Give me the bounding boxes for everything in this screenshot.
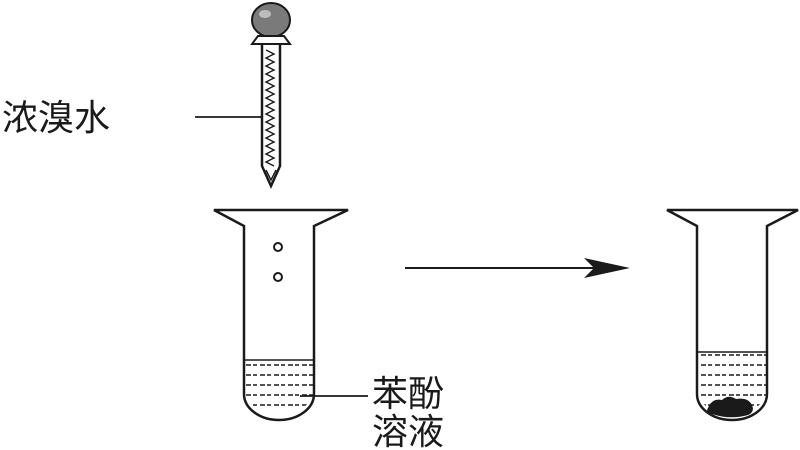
drop-2	[273, 272, 283, 282]
solution-label-line2: 溶液	[372, 412, 444, 450]
result-liquid	[697, 352, 767, 414]
precipitate-icon	[707, 396, 753, 418]
solution-label-line1: 苯酚	[372, 374, 444, 415]
arrow-right-icon	[405, 258, 630, 278]
reagent-label: 浓溴水	[2, 98, 110, 139]
drop-1	[273, 242, 283, 252]
phenol-solution-liquid	[244, 360, 314, 414]
test-tube-icon	[213, 208, 349, 422]
test-tube-icon	[666, 208, 799, 422]
dropper-icon	[250, 2, 292, 190]
